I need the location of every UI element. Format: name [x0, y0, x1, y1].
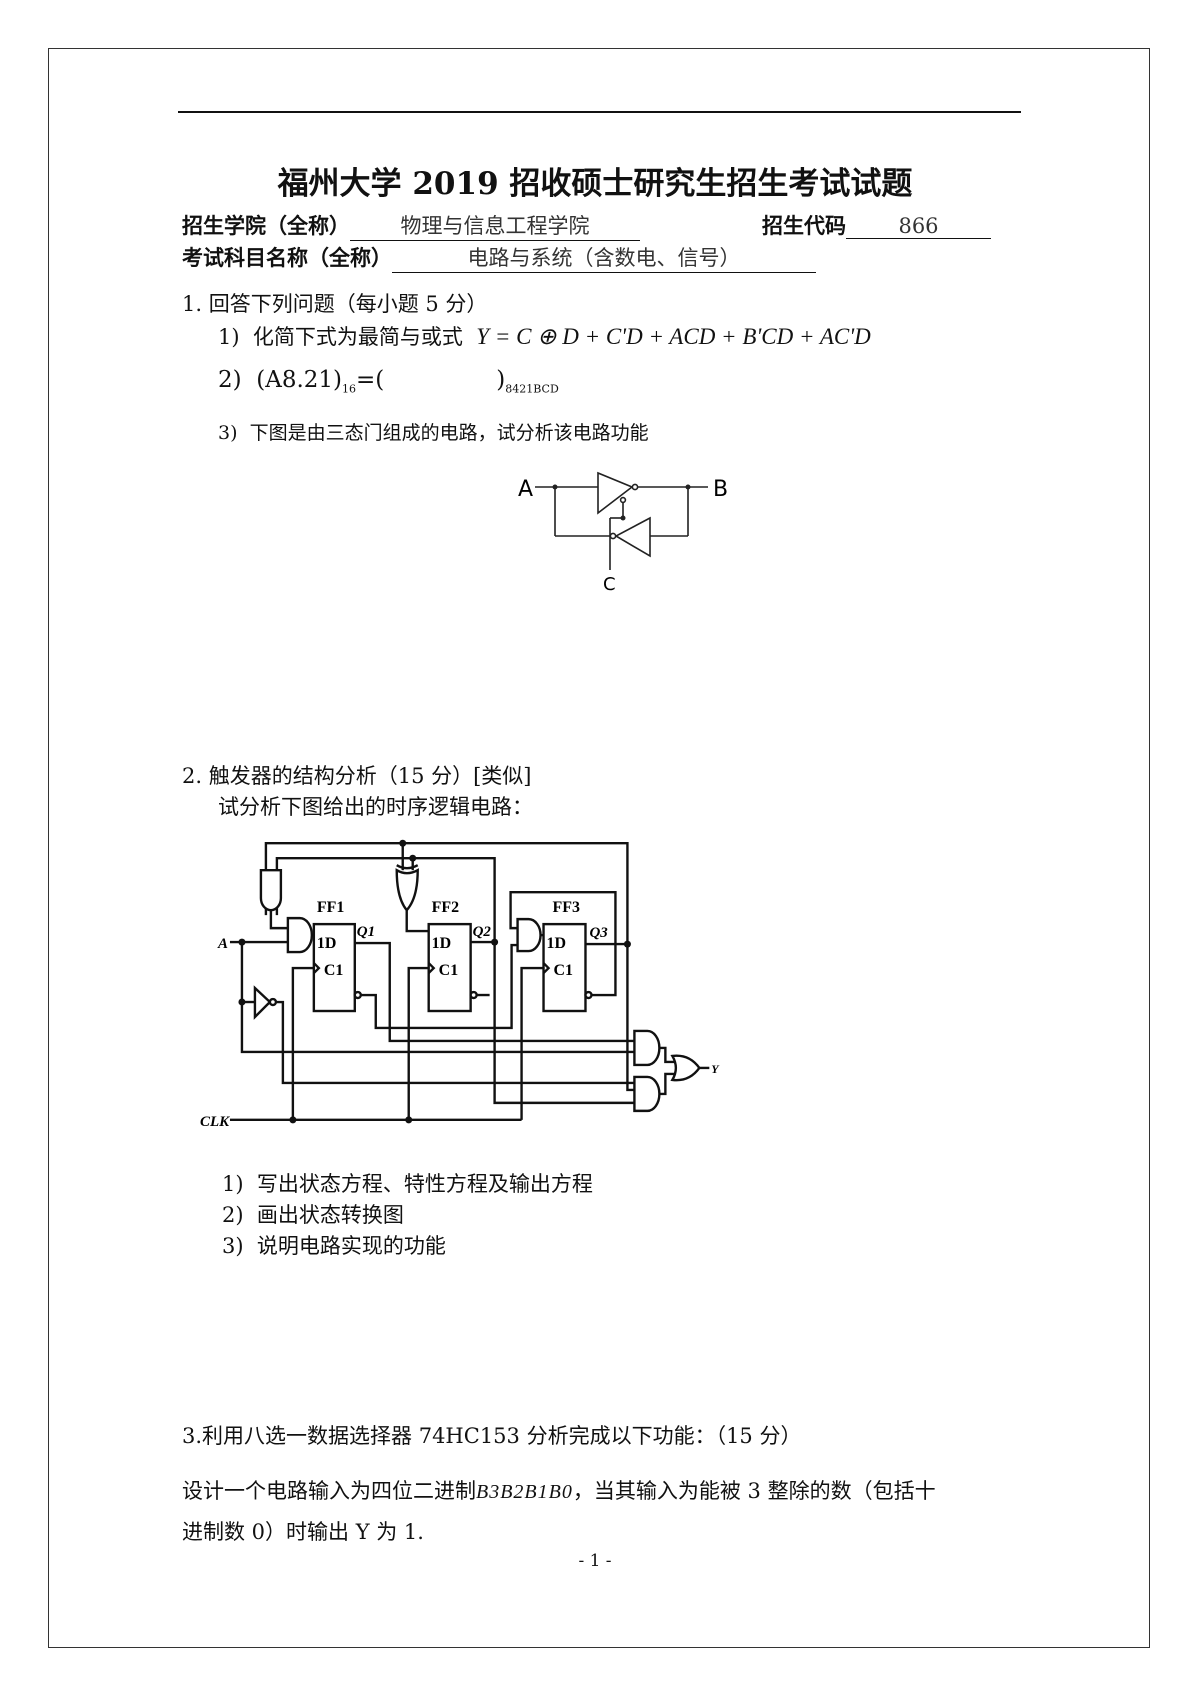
- ff2-d: 1D: [432, 935, 452, 952]
- q1-sub2-target: 8421BCD: [505, 382, 559, 396]
- code-value: 866: [846, 214, 991, 239]
- q2-item-3: 3) 说明电路实现的功能: [222, 1230, 446, 1260]
- ff3-d: 1D: [547, 935, 567, 952]
- ff3-label: FF3: [553, 899, 581, 916]
- q3-text-a: 设计一个电路输入为四位二进制: [182, 1479, 476, 1503]
- junction-dot: [620, 515, 626, 521]
- sequential-circuit: FF1 FF2 FF3 1D 1D 1D C1 C1 C1 Q1 Q2 Q3 A…: [200, 839, 720, 1130]
- ff2-c: C1: [439, 962, 459, 979]
- subject-row: 考试科目名称（全称）电路与系统（含数电、信号）: [182, 242, 816, 273]
- label-c: C: [603, 574, 616, 595]
- q1-sub1-num: 1): [218, 325, 240, 349]
- page-border: [48, 48, 1150, 1648]
- q3-label: Q3: [589, 925, 608, 941]
- ff1-d: 1D: [317, 935, 337, 952]
- q2-item-1: 1) 写出状态方程、特性方程及输出方程: [222, 1168, 593, 1198]
- q1-sub1: 1) 化简下式为最简与或式 Y = C ⊕ D + C'D + ACD + B'…: [218, 321, 871, 351]
- label-a: A: [518, 477, 533, 502]
- q2-item-num: 2): [222, 1203, 244, 1227]
- subject-value: 电路与系统（含数电、信号）: [392, 242, 816, 273]
- junction-dots: [238, 839, 631, 1124]
- college-label: 招生学院（全称）: [182, 213, 350, 238]
- subject-label: 考试科目名称（全称）: [182, 245, 392, 270]
- q1-label: Q1: [357, 924, 375, 940]
- q1-sub1-formula: Y = C ⊕ D + C'D + ACD + B'CD + AC'D: [476, 324, 871, 349]
- q2-item-num: 1): [222, 1172, 244, 1196]
- clk-label: CLK: [200, 1114, 230, 1130]
- label-b: B: [713, 477, 728, 502]
- college-row: 招生学院（全称）物理与信息工程学院: [182, 210, 640, 241]
- ff2-label: FF2: [432, 899, 460, 916]
- q2-item-num: 3): [222, 1234, 244, 1258]
- q3-heading: 3.利用八选一数据选择器 74HC153 分析完成以下功能：（15 分）: [182, 1424, 802, 1448]
- page-number: - 1 -: [578, 1551, 612, 1571]
- q2-item-text: 画出状态转换图: [256, 1203, 404, 1227]
- q1-sub2-close: ): [496, 367, 506, 393]
- q1-sub2: 2) (A8.21)16=()8421BCD: [218, 367, 559, 396]
- ff3-c: C1: [554, 962, 574, 979]
- q3-line-2: 进制数 0）时输出 Y 为 1.: [182, 1520, 424, 1544]
- ff1-c: C1: [324, 962, 344, 979]
- page-title: 福州大学 2019 招收硕士研究生招生考试试题: [277, 166, 913, 202]
- q1-sub3-text: 下图是由三态门组成的电路，试分析该电路功能: [249, 422, 649, 444]
- header-rule: [178, 111, 1021, 113]
- junction-dot: [685, 484, 691, 490]
- ff1-label: FF1: [317, 899, 345, 916]
- input-a-label: A: [217, 936, 228, 952]
- q3-line-1: 设计一个电路输入为四位二进制B3B2B1B0，当其输入为能被 3 整除的数（包括…: [182, 1475, 936, 1505]
- q1-sub2-base: 16: [342, 382, 357, 396]
- q1-sub3-num: 3): [218, 422, 238, 444]
- output-y-label: Y: [711, 1062, 720, 1076]
- q1-sub3: 3) 下图是由三态门组成的电路，试分析该电路功能: [218, 418, 649, 445]
- junction-dot: [552, 484, 558, 490]
- q2-item-text: 说明电路实现的功能: [256, 1234, 446, 1258]
- q2-intro: 试分析下图给出的时序逻辑电路：: [218, 795, 533, 819]
- q3-text-b: ，当其输入为能被 3 整除的数（包括十: [572, 1479, 936, 1503]
- q2-heading: 2. 触发器的结构分析（15 分）[类似]: [182, 764, 532, 788]
- code-label: 招生代码: [762, 213, 846, 238]
- college-value: 物理与信息工程学院: [350, 210, 640, 241]
- q1-sub2-num: 2): [218, 367, 242, 393]
- q1-heading: 1. 回答下列问题（每小题 5 分）: [182, 292, 488, 316]
- q1-sub1-text: 化简下式为最简与或式: [252, 325, 463, 349]
- tristate-circuit: A B C: [518, 471, 728, 595]
- q2-item-text: 写出状态方程、特性方程及输出方程: [256, 1172, 593, 1196]
- q3-variables: B3B2B1B0: [476, 1481, 573, 1503]
- q2-label: Q2: [473, 924, 492, 940]
- q1-sub2-eq: =(: [356, 367, 385, 393]
- q2-item-2: 2) 画出状态转换图: [222, 1199, 404, 1229]
- q1-sub2-hex: (A8.21): [256, 367, 343, 393]
